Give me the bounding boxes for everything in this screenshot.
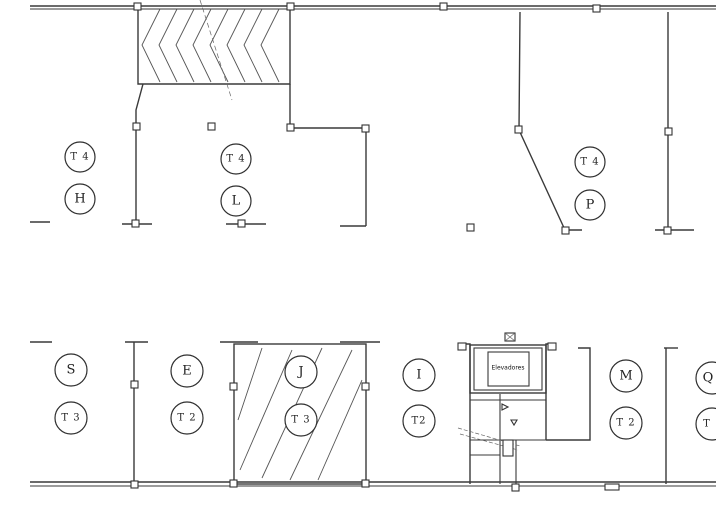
bottom-posts [130, 342, 620, 492]
room-marker-q: Q T [695, 361, 716, 441]
room-marker-s: S T 3 [54, 353, 88, 435]
stair-hatch [141, 8, 280, 83]
room-marker-h: T 4 H [64, 141, 96, 215]
elevator-label: Elevadores [491, 365, 524, 372]
room-type-label: T 4 [70, 152, 89, 163]
room-letter-label: L [232, 194, 241, 209]
room-marker-m: M T 2 [609, 359, 643, 440]
room-marker-j: J T 3 [284, 355, 318, 437]
top-walls [30, 0, 716, 231]
room-type-label: T 2 [616, 418, 635, 429]
room-type-label: T [703, 419, 711, 430]
bottom-walls [30, 341, 716, 487]
room-letter-label: S [67, 363, 76, 378]
room-type-label: T2 [411, 416, 426, 427]
room-letter-label: E [182, 364, 192, 379]
top-posts [131, 2, 673, 235]
room-j-hatch [237, 347, 363, 481]
room-type-label: T 3 [61, 413, 80, 424]
room-letter-label: I [416, 368, 421, 383]
room-marker-i: I T2 [402, 358, 436, 438]
room-marker-p: T 4 P [574, 146, 606, 221]
room-marker-l: T 4 L [220, 143, 252, 217]
room-type-label: T 4 [226, 154, 245, 165]
room-letter-label: Q [703, 371, 714, 386]
room-type-label: T 3 [291, 415, 310, 426]
room-letter-label: J [296, 365, 303, 380]
room-type-label: T 4 [580, 157, 599, 168]
room-letter-label: M [619, 369, 632, 384]
elevator-symbol [501, 332, 518, 427]
room-marker-e: E T 2 [170, 354, 204, 435]
room-type-label: T 2 [177, 413, 196, 424]
room-letter-label: H [74, 192, 85, 207]
room-letter-label: P [586, 198, 595, 213]
